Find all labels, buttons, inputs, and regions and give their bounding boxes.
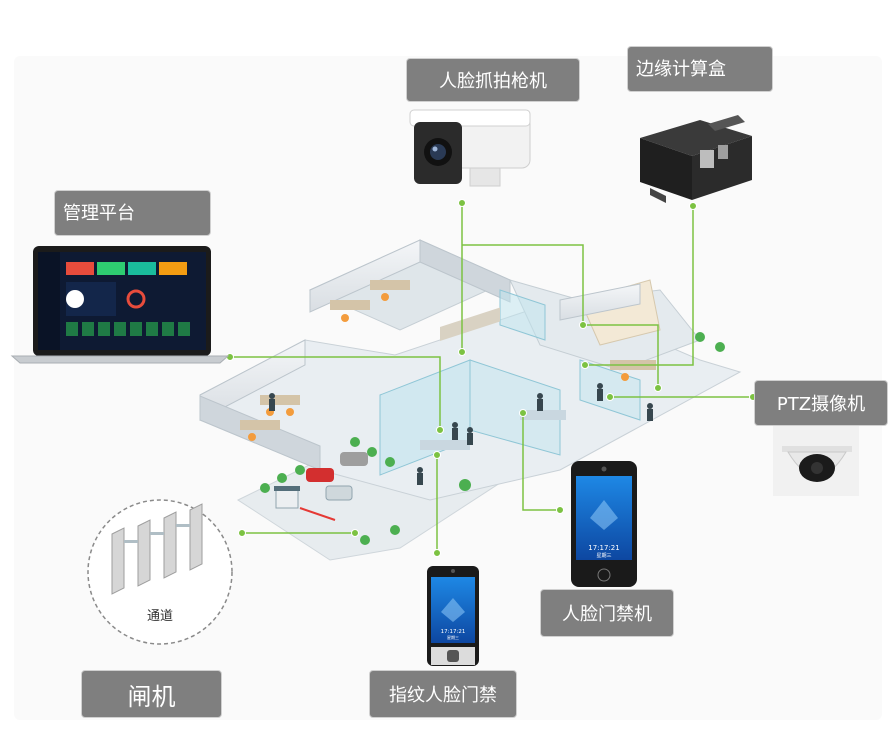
- edge-box-icon: [640, 115, 752, 203]
- dome-camera-icon: [773, 426, 859, 496]
- gate-channel-label: 通道: [147, 609, 173, 624]
- face-terminal-day: 星期三: [596, 553, 611, 559]
- ptz-camera-label: PTZ摄像机: [754, 380, 888, 426]
- platform-label: 管理平台: [54, 190, 211, 236]
- floor-plan: [199, 239, 742, 561]
- face-terminal-label: 人脸门禁机: [540, 589, 674, 637]
- edge-box-label: 边缘计算盒: [627, 46, 773, 92]
- fingerprint-terminal-day: 星期三: [447, 634, 459, 640]
- laptop-icon: [10, 246, 230, 364]
- fingerprint-terminal-icon: 17:17:21 星期三: [427, 566, 479, 666]
- face-terminal-time: 17:17:21: [588, 544, 619, 552]
- fingerprint-terminal-time: 17:17:21: [441, 629, 466, 635]
- turnstile-icon: 通道: [87, 499, 233, 645]
- bullet-camera-icon: [409, 109, 531, 187]
- fingerprint-terminal-label: 指纹人脸门禁: [369, 670, 517, 718]
- gate-label: 闸机: [81, 670, 222, 718]
- face-terminal-icon: 17:17:21 星期三: [571, 461, 637, 587]
- bullet-camera-label: 人脸抓拍枪机: [406, 58, 580, 102]
